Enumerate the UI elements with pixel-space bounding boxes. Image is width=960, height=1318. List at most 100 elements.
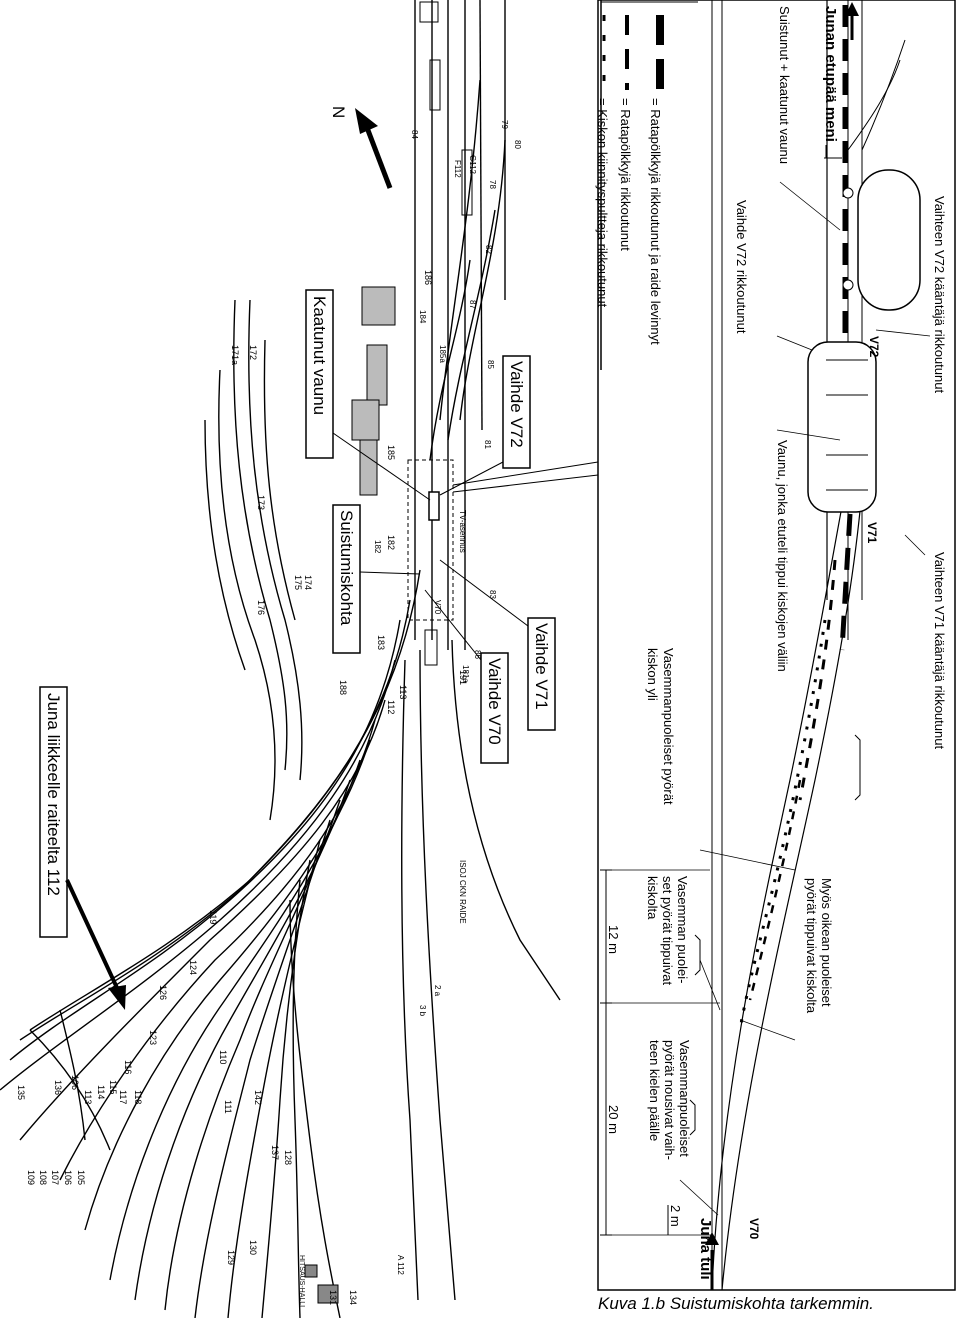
vasemmanpuoleiset-yli-line2: kiskon yli xyxy=(645,648,660,701)
svg-text:Vaihde V72: Vaihde V72 xyxy=(507,361,526,448)
north-label: N xyxy=(329,106,348,118)
track-3b-label: 3 b xyxy=(418,1005,427,1017)
track-label: 171a xyxy=(230,345,240,365)
switch-v71-label: V71 xyxy=(865,522,879,544)
track-182-label: 182 xyxy=(373,540,382,554)
track-label: 137 xyxy=(270,1145,280,1160)
switch-label: 84 xyxy=(410,130,419,139)
track-label: 191 xyxy=(458,670,468,685)
tippuivat-line3: kiskolta xyxy=(645,876,660,920)
callout-vaihde-v72: Vaihde V72 xyxy=(439,355,531,496)
svg-text:Vaihde V70: Vaihde V70 xyxy=(485,658,504,745)
callout-juna-liikkeelle: Juna liikkeelle raiteelta 112 xyxy=(39,686,126,1010)
dim-20m: 20 m xyxy=(606,1105,621,1134)
nousivat-line3: teen kielen päälle xyxy=(647,1040,662,1141)
track-label: 128 xyxy=(283,1150,293,1165)
top-remnant-marks xyxy=(419,1,473,666)
track-label: 118 xyxy=(133,1090,143,1104)
v72-rikkoutunut-label: Vaihde V72 rikkoutunut xyxy=(734,200,749,334)
svg-text:Kaatunut vaunu: Kaatunut vaunu xyxy=(310,296,329,415)
track-label: 174 xyxy=(303,575,313,590)
switch-label: F112 xyxy=(453,160,462,178)
callout-vaihde-v71: Vaihde V71 xyxy=(439,559,556,731)
track-label: 182 xyxy=(386,535,396,550)
vaihteen-v72-label: Vaihteen V72 kääntäjä rikkoutunut xyxy=(932,196,947,393)
myos-line1: Myös oikean puoleiset xyxy=(819,878,834,1007)
legend-item-2: = Kiskon kiinnityspultteja rikkoutunut xyxy=(595,98,610,308)
switch-label: 79 xyxy=(500,120,509,129)
track-label: 185 xyxy=(386,445,396,460)
legend-item-0: = Ratapölkkyjä rikkoutunut ja raide levi… xyxy=(648,98,663,345)
track-label: 126 xyxy=(158,985,168,1000)
track-label: 106 xyxy=(63,1170,73,1185)
track-label: 117 xyxy=(118,1090,128,1104)
legend: = Ratapölkkyjä rikkoutunut ja raide levi… xyxy=(595,0,698,370)
track-label: 173 xyxy=(256,495,266,510)
junan-etupaa-label: Junan etupää meni xyxy=(822,6,839,142)
svg-text:Juna liikkeelle raiteelta 112: Juna liikkeelle raiteelta 112 xyxy=(44,693,63,896)
switch-label: 81 xyxy=(483,440,492,449)
detail-panel xyxy=(597,0,956,1291)
suistunut-label: Suistunut + kaatunut vaunu xyxy=(777,6,792,164)
callout-kaatunut-vaunu: Kaatunut vaunu xyxy=(305,289,431,501)
track-label: 114 xyxy=(96,1085,106,1099)
building-blocks xyxy=(304,286,396,1304)
track-label: 130 xyxy=(248,1240,258,1255)
track-label: 142 xyxy=(253,1090,263,1105)
track-label: 116 xyxy=(123,1060,133,1074)
figure-caption: Kuva 1.b Suistumiskohta tarkemmin. xyxy=(598,1294,874,1313)
track-label: 186 xyxy=(423,270,433,285)
track-label: 109 xyxy=(26,1170,36,1185)
nousivat-line1: Vasemmanpuoleiset xyxy=(677,1040,692,1157)
overview-track-plan xyxy=(0,0,561,1318)
juna-tuli-label: Juna tuli xyxy=(697,1218,714,1280)
track-label: 123 xyxy=(148,1030,158,1045)
svg-text:Vaihde V71: Vaihde V71 xyxy=(532,623,551,710)
vaihteen-v71-label: Vaihteen V71 kääntäjä rikkoutunut xyxy=(932,552,947,749)
detail-annotations: Junan etupää meni Suistunut + kaatunut v… xyxy=(606,6,947,1280)
legend-item-1: = Ratapölkkyjä rikkoutunut xyxy=(618,98,633,251)
north-arrow: N xyxy=(329,106,393,189)
track-185a-label: 185a xyxy=(438,345,447,363)
callout-suistumiskohta: Suistumiskohta xyxy=(332,504,421,654)
vaunu-etuteli-label: Vaunu, jonka etuteli tippui kiskojen väl… xyxy=(775,440,790,672)
switch-label: 83 xyxy=(488,590,497,599)
track-184-label: 184 xyxy=(418,310,427,324)
track-label: 111 xyxy=(223,1100,233,1114)
switch-v70-label: V70 xyxy=(747,1218,761,1240)
track-label: 112 xyxy=(386,700,396,714)
track-number-labels: 171a 172 173 174 175 176 186 185 182 183… xyxy=(16,270,468,1305)
track-2a-label: 2 a xyxy=(433,985,442,997)
tv-label: TV-asennus xyxy=(458,510,467,553)
tippuivat-line1: Vasemman puolei- xyxy=(675,876,690,983)
track-label: 134 xyxy=(348,1290,358,1305)
track-label: 136 xyxy=(53,1080,63,1095)
track-label: 188 xyxy=(338,680,348,695)
switch-label: 86 xyxy=(473,650,482,659)
svg-text:Suistumiskohta: Suistumiskohta xyxy=(337,510,356,626)
switch-v70-small: V70 xyxy=(433,600,442,615)
derailment-area-box xyxy=(407,459,599,621)
track-label: 176 xyxy=(256,600,266,615)
track-label: 105 xyxy=(76,1170,86,1185)
switch-v72-label: V72 xyxy=(867,336,881,358)
switch-label: 87 xyxy=(468,300,477,309)
switch-label: 82 xyxy=(484,245,493,254)
myos-line2: pyörät tippuivat kiskolta xyxy=(804,878,819,1014)
switch-label: 85 xyxy=(486,360,495,369)
track-label: 115 xyxy=(108,1080,118,1094)
track-label: 108 xyxy=(38,1170,48,1185)
dim-12m: 12 m xyxy=(606,925,621,954)
track-label: 113 xyxy=(83,1090,93,1104)
track-label: 183 xyxy=(376,635,386,650)
a112-label: A 112 xyxy=(396,1255,405,1275)
track-label: 175 xyxy=(293,575,303,590)
callout-vaihde-v70: Vaihde V70 xyxy=(424,589,509,764)
isoj-label: ISOJ CKN RAIDE xyxy=(458,860,467,924)
track-label: 131 xyxy=(328,1290,338,1305)
track-label: 129 xyxy=(226,1250,236,1265)
track-label: 107 xyxy=(50,1170,60,1185)
track-label: 124 xyxy=(188,960,198,975)
track-181a-label: 181a xyxy=(461,665,470,683)
